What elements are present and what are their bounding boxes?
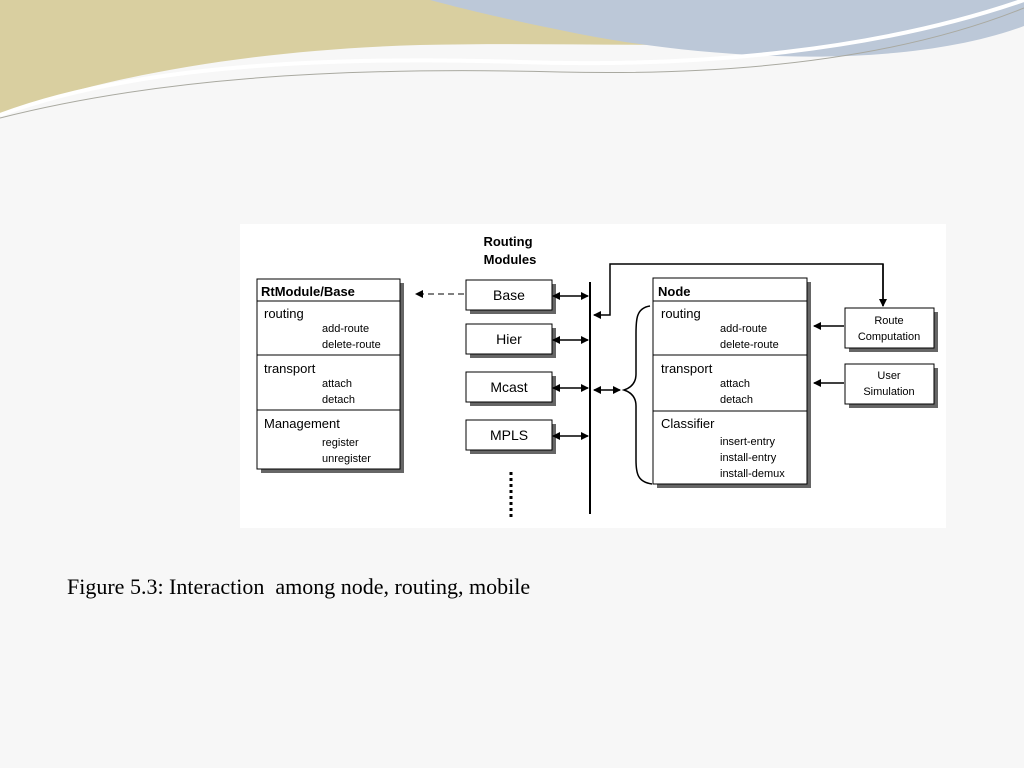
rtmodule-transport-label: transport bbox=[264, 361, 316, 376]
route-computation-line2: Computation bbox=[858, 331, 920, 343]
rtmodule-routing-label: routing bbox=[264, 306, 304, 321]
routing-architecture-figure: Routing Modules RtModule/Base routing ad… bbox=[240, 224, 946, 528]
node-routing-label: routing bbox=[661, 306, 701, 321]
rtmodule-register: register bbox=[322, 437, 359, 449]
node-title: Node bbox=[658, 284, 691, 299]
module-box-mcast: Mcast bbox=[465, 371, 556, 406]
node-install-entry: install-entry bbox=[720, 452, 777, 464]
rtmodule-unregister: unregister bbox=[322, 453, 371, 465]
user-simulation-box: User Simulation bbox=[844, 363, 938, 408]
node-delete-route: delete-route bbox=[720, 339, 779, 351]
module-box-mpls: MPLS bbox=[465, 419, 556, 454]
routing-modules-header-line2: Modules bbox=[484, 252, 537, 267]
node-classifier-label: Classifier bbox=[661, 416, 715, 431]
figure-caption: Figure 5.3: Interaction among node, rout… bbox=[67, 574, 531, 599]
rtmodule-title: RtModule/Base bbox=[261, 284, 355, 299]
rtmodule-add-route: add-route bbox=[322, 323, 369, 335]
node-transport-label: transport bbox=[661, 361, 713, 376]
rtmodule-delete-route: delete-route bbox=[322, 339, 381, 351]
user-simulation-line2: Simulation bbox=[863, 386, 914, 398]
module-hier-label: Hier bbox=[496, 331, 522, 347]
rtmodule-base-box: RtModule/Base routing add-route delete-r… bbox=[256, 278, 404, 473]
node-insert-entry: insert-entry bbox=[720, 436, 776, 448]
node-attach: attach bbox=[720, 378, 750, 390]
module-mcast-label: Mcast bbox=[490, 379, 527, 395]
header-swoosh-decoration bbox=[0, 0, 1024, 119]
node-detach: detach bbox=[720, 394, 753, 406]
module-base-label: Base bbox=[493, 287, 525, 303]
rtmodule-detach: detach bbox=[322, 394, 355, 406]
module-box-base: Base bbox=[465, 279, 556, 314]
rtmodule-management-label: Management bbox=[264, 416, 340, 431]
node-box: Node routing add-route delete-route tran… bbox=[652, 277, 811, 488]
route-computation-line1: Route bbox=[874, 315, 903, 327]
node-grouping-brace bbox=[621, 305, 653, 485]
route-computation-box: Route Computation bbox=[844, 307, 938, 352]
user-simulation-line1: User bbox=[877, 370, 901, 382]
module-box-hier: Hier bbox=[465, 323, 556, 358]
node-add-route: add-route bbox=[720, 323, 767, 335]
node-install-demux: install-demux bbox=[720, 468, 785, 480]
module-mpls-label: MPLS bbox=[490, 427, 528, 443]
routing-modules-header-line1: Routing bbox=[483, 234, 532, 249]
rtmodule-attach: attach bbox=[322, 378, 352, 390]
